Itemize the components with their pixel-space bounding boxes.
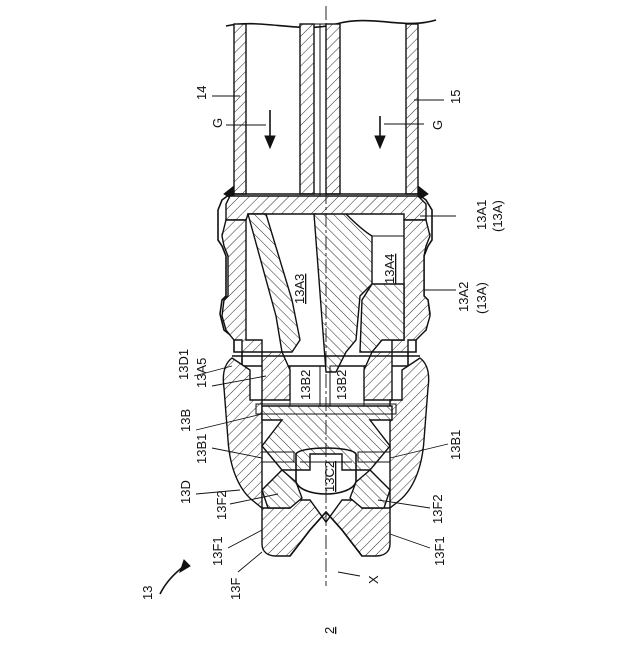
label-15: 15	[448, 90, 463, 104]
pipe-15-outer-wall	[406, 24, 418, 194]
label-13A2: 13A2	[456, 282, 471, 312]
label-13B: 13B	[178, 409, 193, 432]
label-13F1-left: 13F1	[210, 536, 225, 566]
label-13A3: 13A3	[292, 274, 307, 304]
figure-number: 2	[322, 627, 337, 634]
label-13F2-right: 13F2	[430, 494, 445, 524]
label-13A4: 13A4	[382, 254, 397, 284]
pipe-15-inner-wall	[326, 24, 340, 194]
inner-sleeve	[262, 352, 290, 400]
label-14: 14	[194, 86, 209, 100]
label-13B1-left: 13B1	[194, 434, 209, 464]
pipe-14-inner-wall	[300, 24, 314, 194]
label-13: 13	[140, 586, 155, 600]
label-X: X	[366, 575, 381, 584]
label-13D: 13D	[178, 480, 193, 504]
label-13A-a: (13A)	[490, 200, 505, 232]
label-13B2-right: 13B2	[334, 370, 349, 400]
label-13F: 13F	[228, 578, 243, 600]
label-13D1: 13D1	[176, 349, 191, 380]
valve-13B	[262, 406, 392, 470]
flow-arrow-left	[265, 110, 275, 148]
label-13F2-left: 13F2	[214, 490, 229, 520]
label-13A-b: (13A)	[474, 282, 489, 314]
assembly-arrow	[160, 560, 190, 594]
flow-arrow-right	[375, 116, 385, 148]
label-13A1: 13A1	[474, 200, 489, 230]
cap-13D-outline-right	[390, 358, 429, 508]
label-G-right: G	[430, 120, 445, 130]
label-13A5: 13A5	[194, 358, 209, 388]
label-13F1-right: 13F1	[432, 536, 447, 566]
label-13B1-right: 13B1	[448, 430, 463, 460]
inner-sleeve-right	[364, 352, 392, 400]
label-13C2: 13C2	[322, 461, 337, 492]
label-13B2-left: 13B2	[298, 370, 313, 400]
label-G-left: G	[210, 118, 225, 128]
pipe-14-outer-wall	[234, 24, 246, 194]
